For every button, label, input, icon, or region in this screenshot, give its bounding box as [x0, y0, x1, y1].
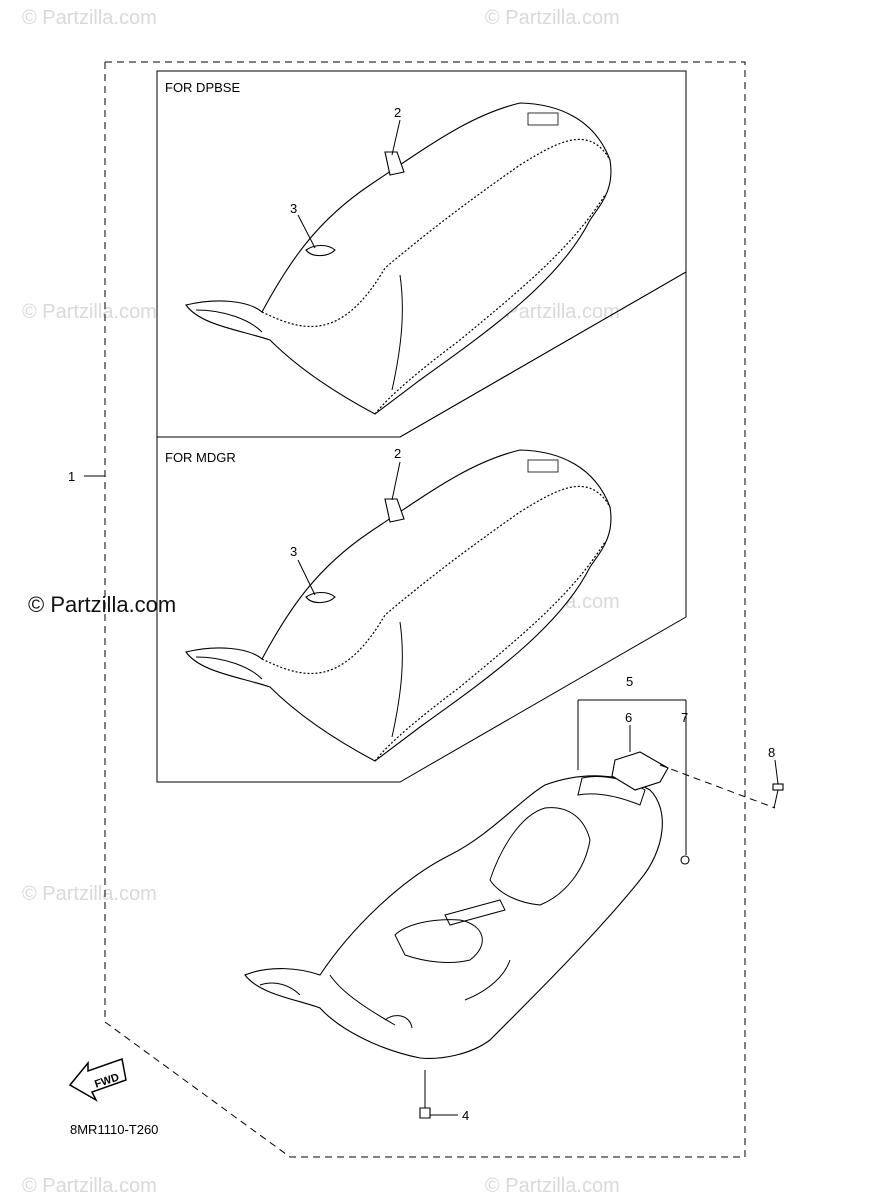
seat-base — [244, 775, 663, 1059]
fastener-part — [419, 1107, 431, 1119]
watermark: © Partzilla.com — [485, 301, 620, 323]
callout-8: 8 — [768, 745, 775, 760]
watermark: © Partzilla.com — [485, 1175, 620, 1197]
diagram-code: 8MR1110-T260 — [70, 1122, 158, 1137]
bolt-part — [772, 783, 784, 809]
watermark: © Partzilla.com — [22, 1175, 157, 1197]
bracket-part — [611, 751, 669, 791]
seat-cover-dpbse — [185, 102, 612, 415]
callout-2: 2 — [394, 446, 401, 461]
panel-label-dpbse: FOR DPBSE — [165, 80, 240, 95]
callout-1: 1 — [68, 469, 75, 484]
callout-3: 3 — [290, 544, 297, 559]
watermark: © Partzilla.com — [22, 883, 157, 905]
callout-5: 5 — [626, 674, 633, 689]
callout-4: 4 — [462, 1108, 469, 1123]
nut-part — [680, 855, 690, 865]
assembly-boundary — [104, 61, 746, 1158]
watermark: © Partzilla.com — [22, 7, 157, 29]
callout-2: 2 — [394, 105, 401, 120]
seat-cover-mdgr — [185, 449, 612, 762]
leader-lines — [84, 119, 779, 1116]
watermark: © Partzilla.com — [22, 301, 157, 323]
callout-3: 3 — [290, 201, 297, 216]
callout-7: 7 — [681, 710, 688, 725]
watermark: © Partzilla.com — [485, 7, 620, 29]
callouts: 2 3 2 3 1 5 6 7 8 4 — [68, 105, 775, 1123]
callout-6: 6 — [625, 710, 632, 725]
panel-mdgr — [156, 271, 687, 783]
fwd-arrow-icon: FWD — [68, 1058, 127, 1102]
watermark-strong: © Partzilla.com — [28, 592, 176, 617]
panel-label-mdgr: FOR MDGR — [165, 450, 236, 465]
